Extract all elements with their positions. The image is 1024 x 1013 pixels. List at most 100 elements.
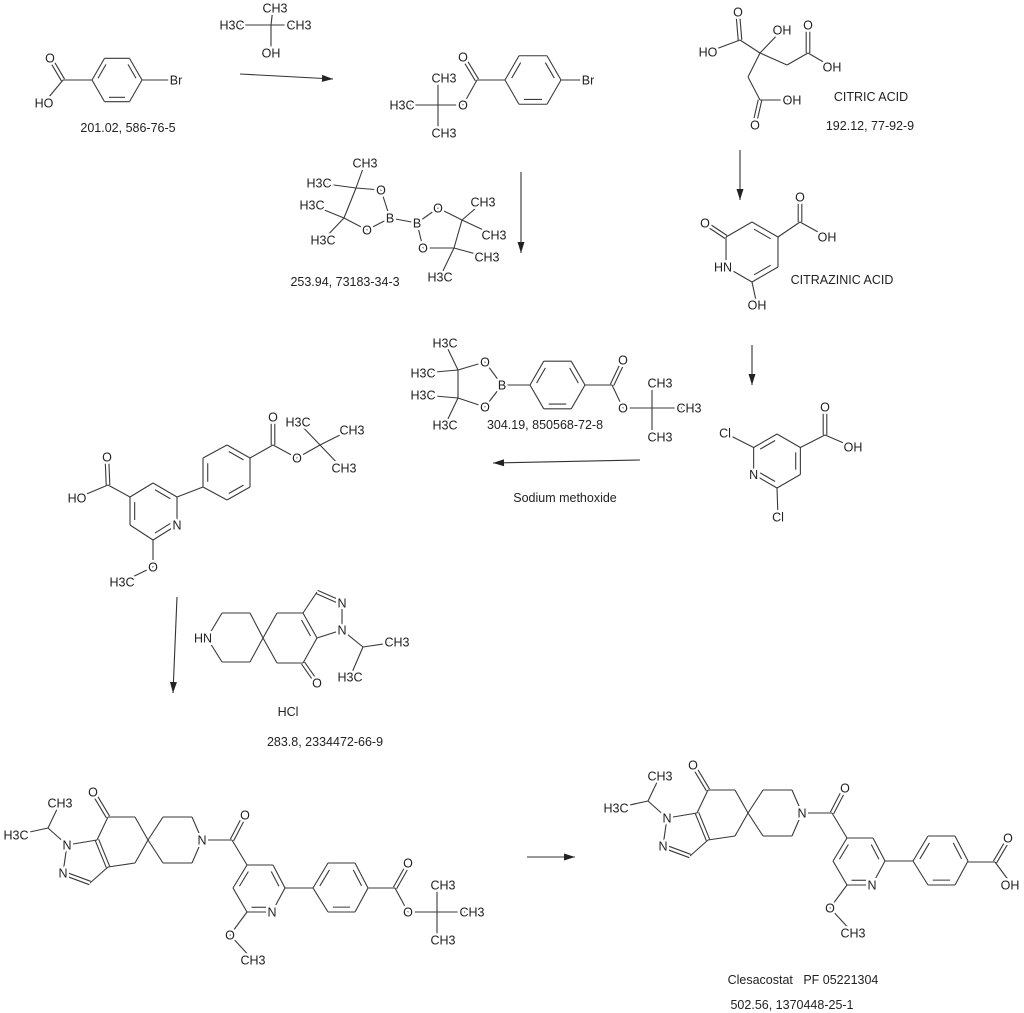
single-bond [43,79,64,104]
atom-label: CH3 [474,251,499,265]
single-bond [76,484,109,499]
atom-label: OH [844,441,863,455]
atom-label: CH3 [481,229,506,243]
single-bond [546,79,562,105]
arrow-head-icon [321,74,333,82]
single-bond [747,789,764,814]
atom-label: H3C [109,576,134,590]
atom-label: Cl [772,511,784,525]
single-bond [152,482,178,498]
single-bond [272,864,286,889]
single-bond [807,52,833,68]
single-bond [229,934,254,961]
reaction-arrow [748,345,756,385]
single-bond [311,204,345,219]
single-bond [954,860,969,886]
double-bond [229,813,244,840]
single-bond [249,444,274,459]
atom-label: O [240,809,250,823]
single-bond [107,484,131,498]
atom-label: Cl [719,427,731,441]
single-bond [47,802,61,829]
single-bond [457,397,486,408]
single-bond [226,486,251,501]
atom-label: O [825,902,835,916]
ring-double-bond [97,64,107,79]
double-bond [63,870,91,882]
atom-label: H3C [310,234,335,248]
bonds-layer [15,7,1013,961]
single-bond [302,591,318,614]
single-bond [786,52,809,66]
double-bond [829,786,844,813]
atom-label: H3C [306,177,331,191]
ring-double-bond [569,367,579,384]
single-bond [829,884,848,909]
atom-label: CH3 [431,72,456,86]
atom-label: Br [582,74,595,88]
single-bond [734,789,749,814]
single-bond [444,342,459,371]
double-bond [752,99,759,122]
boronate-ester-caption: 304.19, 850568-72-8 [487,418,603,432]
single-bond [231,839,248,866]
atom-label: CH3 [47,797,72,811]
single-bond [355,162,366,189]
atom-label: N [337,597,346,611]
atom-label: CH3 [431,127,456,141]
atom-label: N [797,807,806,821]
atom-label: H3C [219,19,244,33]
atom-label: OH [1001,879,1020,893]
single-bond [262,637,278,664]
double-bond [833,788,848,815]
reaction-arrow [239,73,334,82]
arrow-head-icon [748,374,756,385]
arrow-shaft [239,73,334,80]
single-bond [176,486,204,498]
arrow-head-icon [564,853,575,861]
atom-label: H3C [432,337,457,351]
atom-label: O [88,786,98,800]
single-bond [354,887,369,913]
atom-label: O [45,52,55,66]
atom-label: HO [699,46,718,60]
double-bond [694,763,711,790]
single-bond [461,201,484,221]
single-bond [457,361,486,371]
ring-double-bond [301,619,311,637]
b2pin2-caption: 253.94, 73183-34-3 [290,275,399,289]
ring-double-bond [511,62,522,79]
atom-label: CH3 [647,377,672,391]
double-bond [62,874,90,886]
single-bond [912,860,929,886]
single-bond [62,844,68,874]
ring-double-bond [919,842,930,860]
atom-label: H3C [285,416,310,430]
atom-label: CH3 [647,770,672,784]
double-bond [698,812,711,840]
single-bond [362,641,398,648]
single-bond [734,812,749,837]
atom-label: O [795,191,805,205]
atom-label: N [749,468,758,482]
single-bond [319,429,351,446]
atom-label: CH3 [840,927,865,941]
ring-double-bond [352,869,363,887]
single-bond [422,394,459,399]
ring-double-bond [759,440,776,450]
single-bond [394,887,409,913]
single-bond [366,217,391,231]
sodium-methoxide-reagent: Sodium methoxide [513,491,617,505]
atom-label: H3C [432,419,457,433]
single-bond [226,444,251,459]
double-bond [735,16,739,41]
double-bond [304,661,319,683]
atom-label: O [733,6,743,20]
atom-label: N [267,906,276,920]
atom-label: HO [68,492,87,506]
single-bond [829,907,854,934]
double-bond [396,865,411,890]
single-bond [316,629,343,639]
single-bond [270,7,274,26]
